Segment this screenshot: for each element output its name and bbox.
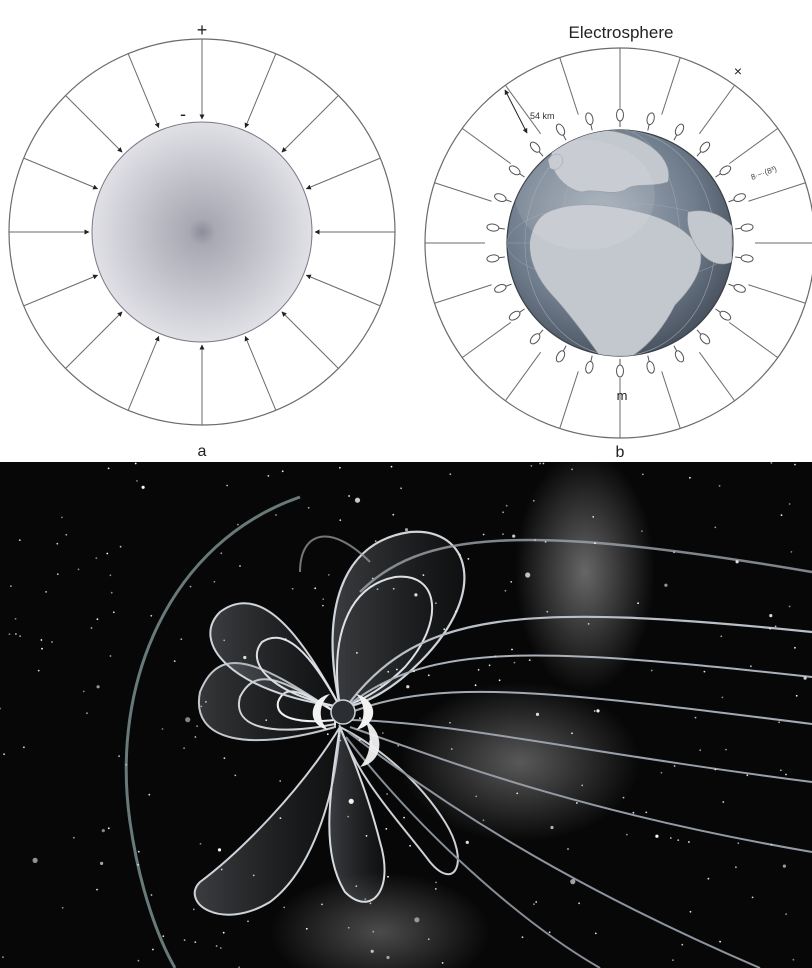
height-label: 54 km (530, 111, 555, 121)
panel-a-inner-sphere (91, 121, 313, 343)
earth-globe (506, 129, 734, 357)
radiation-belt-left (312, 694, 330, 730)
panel-b-thunderstorm-markers (486, 108, 754, 378)
electrosphere-diagrams: + - a Electrosphere (8, 20, 812, 461)
panel-b-label: b (616, 444, 625, 461)
panel-b: Electrosphere (424, 23, 812, 461)
magnetosphere-svg (0, 462, 812, 968)
plasma-haze-bottom (270, 872, 490, 968)
magnetic-field-lobes (193, 530, 812, 968)
plasma-haze-top (515, 462, 655, 692)
electrosphere-figure: + - a Electrosphere (0, 0, 812, 462)
radiation-belt-right (356, 694, 374, 730)
stars (0, 462, 807, 968)
magnetosphere-illustration (0, 462, 812, 968)
panel-a-inner-sign: - (180, 104, 186, 124)
panel-b-field-lines (425, 48, 812, 438)
bow-shock (124, 495, 301, 968)
panel-b-title: Electrosphere (569, 23, 674, 42)
height-marker: 54 km (504, 89, 555, 134)
plasma-haze-middle (400, 682, 640, 842)
panel-b-bottom-mark: m (617, 388, 628, 403)
panel-b-corner-mark: × (734, 63, 742, 79)
panel-a-field-lines (9, 39, 395, 425)
radiation-belt-lower (360, 720, 380, 767)
panel-a-outer-sign: + (197, 20, 208, 40)
panel-a-label: a (198, 443, 207, 460)
panel-a: + - a (8, 20, 396, 460)
earth-dipole (312, 694, 380, 767)
earth-small (330, 699, 356, 725)
